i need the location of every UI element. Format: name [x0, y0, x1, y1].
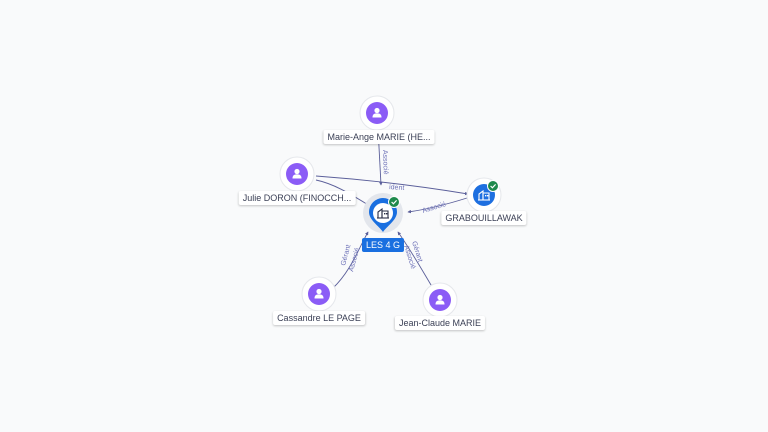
edge-julie-to-grabouillawak [315, 175, 469, 196]
person-icon [314, 288, 324, 299]
node-grabouillawak[interactable] [466, 177, 502, 213]
edge-julie-to-center [315, 179, 371, 207]
node-label-grabouillawak[interactable]: GRABOUILLAWAK [441, 211, 527, 225]
person-icon [292, 168, 302, 179]
edge-grabouillawak-to-center [407, 197, 468, 214]
building-icon [377, 207, 389, 219]
node-marie-ange[interactable] [359, 95, 395, 131]
node-cassandre[interactable] [301, 276, 337, 312]
edge-label-julie-ident: ident [389, 184, 405, 192]
node-label-jean-claude[interactable]: Jean-Claude MARIE [394, 316, 486, 330]
edge-label-marie-ange-associe: Associé [381, 150, 389, 175]
node-center-les-4-g[interactable] [363, 193, 403, 233]
check-badge-icon [388, 196, 400, 208]
person-icon [435, 294, 445, 305]
edge-jean-claude-to-center [397, 231, 435, 291]
node-julie[interactable] [279, 156, 315, 192]
edge-cassandre-to-center [332, 231, 369, 289]
building-icon [478, 189, 490, 201]
node-label-center[interactable]: LES 4 G [361, 238, 405, 252]
check-badge-icon [487, 180, 499, 192]
edges [315, 127, 469, 291]
person-icon [372, 107, 382, 118]
node-label-cassandre[interactable]: Cassandre LE PAGE [273, 311, 365, 325]
node-jean-claude[interactable] [422, 282, 458, 318]
node-label-marie-ange[interactable]: Marie-Ange MARIE (HE... [323, 130, 435, 144]
node-label-julie[interactable]: Julie DORON (FINOCCH... [238, 191, 356, 205]
